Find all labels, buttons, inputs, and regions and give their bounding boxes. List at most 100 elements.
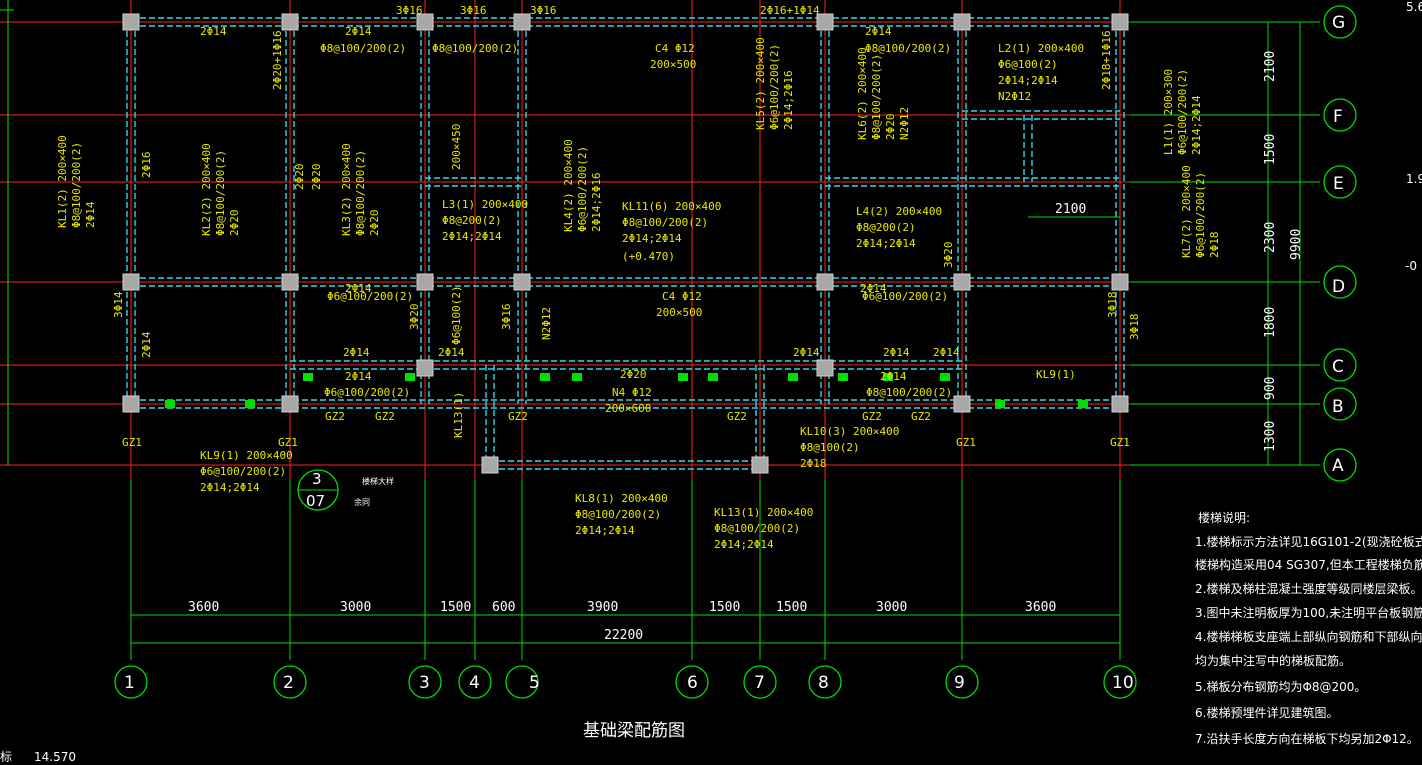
notes-item: 5.梯板分布钢筋均为Φ8@200。 [1195, 679, 1366, 694]
beam-l1-stirrup: Φ6@100/200(2) [1176, 69, 1189, 155]
axis-label-col: 8 [818, 673, 829, 693]
beam-l3-label: L3(1) 200×400 [442, 198, 528, 211]
rebar-label: 2Φ18+1Φ16 [1100, 30, 1113, 90]
axis-bubble [114, 665, 148, 699]
beam-c4-size: 200×500 [650, 58, 696, 71]
gz-block [303, 373, 313, 381]
column-blocks [122, 13, 1129, 474]
beam-kl11-label: KL11(6) 200×400 [622, 200, 721, 213]
dim-x-segment: 3600 [1025, 600, 1056, 615]
axis-label-row: F [1333, 107, 1343, 127]
beam-kl9-stirrup: Φ6@100/200(2) [200, 465, 286, 478]
dim-y-segment: 1500 [1263, 134, 1278, 165]
detail-mark: 3 07 楼梯大样 余同 [306, 470, 394, 510]
notes-title: 楼梯说明: [1198, 510, 1250, 525]
axis-bubble [1323, 348, 1357, 382]
notes-item: 2.楼梯及梯柱混凝土强度等级同楼层梁板。 [1195, 581, 1422, 596]
rebar-label: 2Φ14 [200, 25, 227, 38]
axis-label-row: C [1332, 357, 1344, 377]
gz1-label: GZ1 [278, 436, 298, 449]
axis-label-col: 3 [419, 673, 430, 693]
rebar-label: 2Φ14 [343, 346, 370, 359]
gz-block [245, 400, 255, 408]
axis-label-col: 10 [1112, 673, 1134, 693]
detail-mark-label: 楼梯大样 [362, 476, 394, 486]
rebar-label: 2Φ14 [793, 346, 820, 359]
beam-kl1-stirrup: Φ8@100/200(2) [70, 142, 83, 228]
rebar-label: 2Φ14 [345, 25, 372, 38]
gz2-label: GZ2 [375, 410, 395, 423]
gz-block [838, 373, 848, 381]
beam-kl2-label: KL2(2) 200×400 [200, 143, 213, 236]
beam-kl13-bars: 2Φ14;2Φ14 [714, 538, 774, 551]
beam-kl9b-label: KL9(1) [1036, 368, 1076, 381]
rebar-label: 2Φ14 [933, 346, 960, 359]
dim-y-total: 9900 [1289, 229, 1304, 260]
rebar-label: 2Φ14 [860, 282, 887, 295]
gz-block [540, 373, 550, 381]
dimension-texts: 3600 3000 1500 600 3900 1500 1500 3000 3… [188, 51, 1304, 643]
dim-inner: 2100 [1055, 202, 1086, 217]
dim-x-segment: 3000 [876, 600, 907, 615]
beam-kl1-bars: 2Φ14 [84, 201, 97, 228]
column-block [816, 359, 834, 377]
stirrup-label: Φ6@100/200(2) [327, 290, 413, 303]
dim-x-segment: 3900 [587, 600, 618, 615]
gz-block [788, 373, 798, 381]
gz-block [678, 373, 688, 381]
right-edge-label: -0 [1405, 259, 1417, 273]
gz-block [572, 373, 582, 381]
column-block [416, 13, 434, 31]
column-block [281, 13, 299, 31]
axis-bubble [408, 665, 442, 699]
axis-bubble [1323, 387, 1357, 421]
rebar-label: 200×450 [450, 124, 463, 170]
notes-item: 3.图中未注明板厚为100,未注明平台板钢筋为Φ8@200 [1195, 605, 1422, 620]
beam-kl11-elev: (+0.470) [622, 250, 675, 263]
column-block [416, 273, 434, 291]
rebar-label: 2Φ14 [880, 370, 907, 383]
axis-label-col: 9 [954, 673, 965, 693]
notes-item: 1.楼梯标示方法详见16G101-2(现浇砼板式楼梯平法); [1195, 534, 1422, 549]
beam-kl8-label: KL8(1) 200×400 [575, 492, 668, 505]
gz-block [405, 373, 415, 381]
column-block [513, 13, 531, 31]
column-block [816, 273, 834, 291]
beam-kl6-label: KL6(2) 200×400 [856, 47, 869, 140]
rebar-label: 2Φ14 [345, 282, 372, 295]
gz-block [165, 400, 175, 408]
axis-bubble [743, 665, 777, 699]
beam-kl7-label: KL7(2) 200×400 [1180, 165, 1193, 258]
column-block [1111, 13, 1129, 31]
beam-l4-label: L4(2) 200×400 [856, 205, 942, 218]
beam-kl1-label: KL1(2) 200×400 [56, 135, 69, 228]
beam-kl4-label: KL4(2) 200×400 [562, 139, 575, 232]
dim-x-segment: 1500 [709, 600, 740, 615]
beam-c4-label: C4 Φ12 [655, 42, 695, 55]
dim-x-segment: 1500 [776, 600, 807, 615]
gz1-label: GZ1 [956, 436, 976, 449]
rebar-label: 2Φ14 [438, 346, 465, 359]
gz2-label: GZ2 [727, 410, 747, 423]
rebar-label: N2Φ12 [540, 307, 553, 340]
column-block [122, 395, 140, 413]
beam-n4-label: N4 Φ12 [612, 386, 652, 399]
beam-kl10-bars: 2Φ18 [800, 457, 827, 470]
notes-item: 7.沿扶手长度方向在梯板下均另加2Φ12。 [1195, 731, 1419, 746]
axis-label-col: 2 [283, 673, 294, 693]
rebar-label: 2Φ14 [865, 25, 892, 38]
beam-l3-stirrup: Φ8@200(2) [442, 214, 502, 227]
axis-bubble [1323, 265, 1357, 299]
dim-x-segment: 3000 [340, 600, 371, 615]
notes-item: 楼梯构造采用04 SG307,但本工程楼梯负筋通长设置。 [1195, 557, 1422, 572]
gz-block [883, 373, 893, 381]
axis-label-col: 7 [754, 673, 765, 693]
axis-label-row: E [1333, 174, 1344, 194]
axis-bubble [1323, 5, 1357, 39]
column-block [751, 456, 769, 474]
column-block [816, 13, 834, 31]
beam-kl11-bars: 2Φ14;2Φ14 [622, 232, 682, 245]
beam-l2-stirrup: Φ6@100(2) [998, 58, 1058, 71]
rebar-label: 2Φ20 [620, 368, 647, 381]
gz-block [708, 373, 718, 381]
